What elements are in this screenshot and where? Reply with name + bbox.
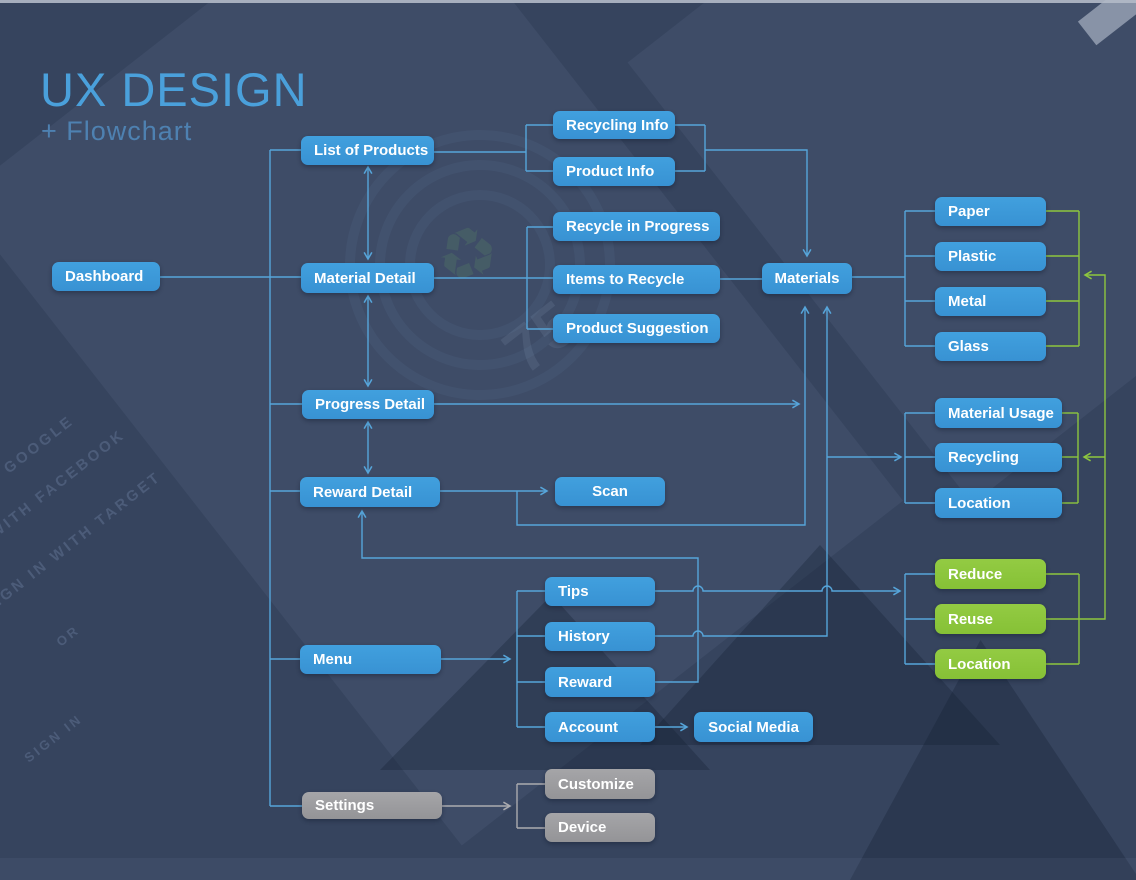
node-scan: Scan xyxy=(555,477,665,506)
node-materials: Materials xyxy=(762,263,852,294)
node-dashboard: Dashboard xyxy=(52,262,160,291)
node-paper: Paper xyxy=(935,197,1046,226)
node-reuse: Reuse xyxy=(935,604,1046,634)
node-device: Device xyxy=(545,813,655,842)
node-menu: Menu xyxy=(300,645,441,674)
node-social-media: Social Media xyxy=(694,712,813,742)
node-account: Account xyxy=(545,712,655,742)
node-material-usage: Material Usage xyxy=(935,398,1062,428)
node-location-materials: Location xyxy=(935,488,1062,518)
gray-connectors xyxy=(442,783,545,829)
node-items-to-recycle: Items to Recycle xyxy=(553,265,720,294)
node-recycling: Recycling xyxy=(935,443,1062,472)
node-list-of-products: List of Products xyxy=(301,136,434,165)
node-reduce: Reduce xyxy=(935,559,1046,589)
node-tips: Tips xyxy=(545,577,655,606)
node-progress-detail: Progress Detail xyxy=(302,390,434,419)
node-product-suggestion: Product Suggestion xyxy=(553,314,720,343)
page-subtitle: + Flowchart xyxy=(41,116,193,146)
node-location-reduce: Location xyxy=(935,649,1046,679)
node-reward: Reward xyxy=(545,667,655,697)
node-recycle-in-progress: Recycle in Progress xyxy=(553,212,720,241)
node-metal: Metal xyxy=(935,287,1046,316)
green-connectors xyxy=(1046,210,1106,665)
node-history: History xyxy=(545,622,655,651)
node-reward-detail: Reward Detail xyxy=(300,477,440,507)
node-recycling-info: Recycling Info xyxy=(553,111,675,139)
node-settings: Settings xyxy=(302,792,442,819)
node-plastic: Plastic xyxy=(935,242,1046,271)
node-product-info: Product Info xyxy=(553,157,675,186)
node-glass: Glass xyxy=(935,332,1046,361)
page-title: UX DESIGN xyxy=(40,63,308,116)
background-band xyxy=(0,858,1136,880)
node-material-detail: Material Detail xyxy=(301,263,434,293)
node-customize: Customize xyxy=(545,769,655,799)
background-top-strip xyxy=(0,0,1136,3)
blue-connectors xyxy=(160,124,935,807)
